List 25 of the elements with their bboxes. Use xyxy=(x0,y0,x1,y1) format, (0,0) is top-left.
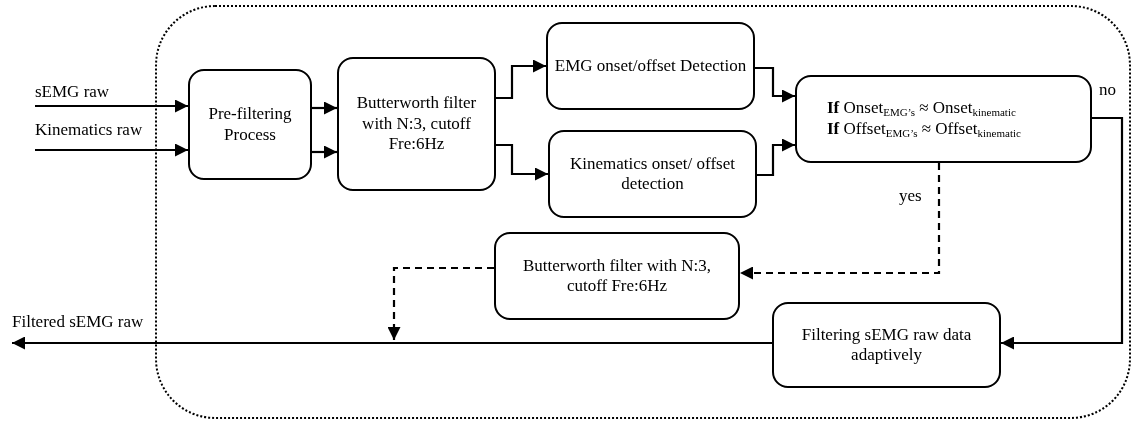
condition-text: If Offset$_{EMG’s}$ ≈ Offset$_{kinematic}$ xyxy=(827,119,1021,141)
arrow xyxy=(35,143,188,157)
decision-box xyxy=(795,75,1092,163)
arrow xyxy=(312,145,337,159)
arrow xyxy=(1001,116,1124,350)
arrow xyxy=(312,101,337,115)
flow-label: Kinematics raw xyxy=(35,120,150,140)
process-box: Butterworth filter with N:3, cutoff Fre:6Hz xyxy=(337,57,496,191)
process-box: Kinematics onset/ offset detection xyxy=(548,130,757,218)
condition-text: If Onset$_{EMG’s}$ ≈ Onset$_{kinematic}$ xyxy=(827,97,1016,119)
arrow xyxy=(35,99,188,113)
process-box: Filtering sEMG raw data adaptively xyxy=(772,302,1001,388)
arrow xyxy=(496,59,546,100)
arrow xyxy=(496,143,548,181)
process-box: Pre-filtering Process xyxy=(188,69,312,180)
process-box: Butterworth filter with N:3, cutoff Fre:6Hz xyxy=(494,232,740,320)
arrow xyxy=(755,66,795,103)
dotted-container xyxy=(155,5,1131,419)
arrow xyxy=(757,138,795,177)
dashed-arrow xyxy=(740,163,941,280)
dashed-arrow xyxy=(387,266,494,340)
process-box: EMG onset/offset Detection xyxy=(546,22,755,110)
arrow xyxy=(12,336,772,350)
flow-label: sEMG raw xyxy=(35,82,130,102)
flow-label: Filtered sEMG raw xyxy=(12,312,178,334)
